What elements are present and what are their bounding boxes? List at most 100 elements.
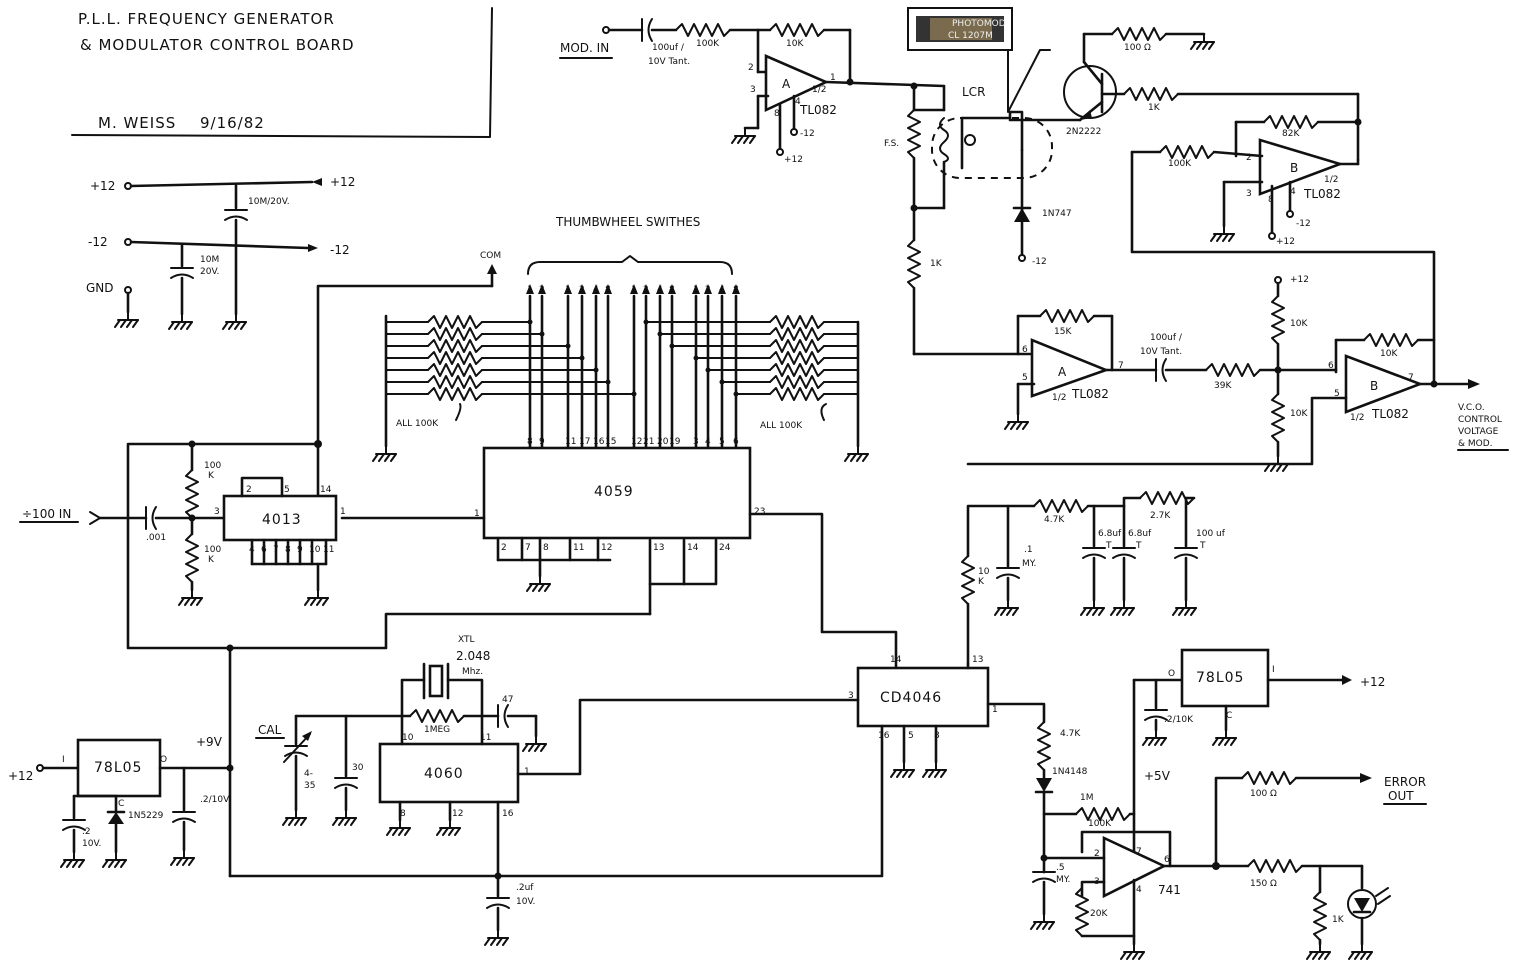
chip-4060-label: 4060 <box>424 766 464 782</box>
vpos: +12 <box>784 155 803 165</box>
xtal-freq: 2.048 <box>456 649 490 663</box>
r-1k: 1K <box>930 259 943 269</box>
r-10k-unit: K <box>978 577 985 587</box>
vco-amps: 15K A 6 5 7 1/2 TL082 100uf / 10V Tant. … <box>966 275 1509 472</box>
mod-input-amp: MOD. IN 100uf / 10V Tant. 100K 10K A 2 3… <box>559 18 946 165</box>
supply-9v: +12 I 78L05 O C +9V .2/10V .2 10V. 1N522… <box>8 644 234 878</box>
pin: 12 <box>452 809 463 819</box>
pin: 10 <box>309 545 321 555</box>
pin: 2 <box>246 485 252 495</box>
switch-weight: 8 <box>733 285 739 295</box>
cap-47: 47 <box>502 695 513 705</box>
r-100k-bot-unit: K <box>208 555 215 565</box>
error-out-label: ERROR <box>1384 775 1426 789</box>
vco-out-3: VOLTAGE <box>1458 427 1499 437</box>
cap-100uf: 100uf / <box>1150 333 1183 343</box>
pin: 8 <box>400 809 406 819</box>
pin: 10 <box>402 733 414 743</box>
reg-plus12: +12 <box>1360 675 1385 689</box>
pin: 5 <box>908 731 914 741</box>
switch-weight: 2 <box>579 285 585 295</box>
all-100k-left: ALL 100K <box>396 419 439 429</box>
cap-reg: .2/10K <box>1164 715 1194 725</box>
out-plus12: +12 <box>330 175 355 189</box>
half: 1/2 <box>1052 393 1066 403</box>
photomod-label: PHOTOMOD <box>952 19 1006 29</box>
r-1m: 1M <box>1080 793 1094 803</box>
c-100uf: 100 uf <box>1196 529 1226 539</box>
cap-10m: 10M <box>200 255 219 265</box>
pin: 19 <box>669 437 681 447</box>
part: TL082 <box>1303 187 1341 201</box>
c-6-8uf-a: 6.8uf <box>1098 529 1122 539</box>
pin: 7 <box>1136 847 1142 857</box>
lcr-label: LCR <box>962 85 985 99</box>
pin: O <box>160 755 167 765</box>
label-minus12: -12 <box>88 235 108 249</box>
vco-out-4: & MOD. <box>1458 439 1493 449</box>
vneg: -12 <box>1296 219 1311 229</box>
pin: 21 <box>643 437 654 447</box>
pin: 3 <box>214 507 220 517</box>
pin: 2 <box>748 63 754 73</box>
vneg: -12 <box>800 129 815 139</box>
title-border <box>71 7 493 138</box>
vneg: -12 <box>1032 257 1047 267</box>
label-9v: +9V <box>196 735 223 749</box>
loop-filter: 4.7K .1 MY. 10 K 2.7K 6.8uf 6.8uf 100 uf… <box>961 491 1226 666</box>
r-base-1k: 1K <box>1148 103 1161 113</box>
pin: I <box>1272 665 1275 675</box>
amp-b-top: B <box>1290 161 1298 175</box>
switch-weight: 8 <box>605 285 611 295</box>
r-100k-top-unit: K <box>208 471 215 481</box>
pin: 15 <box>605 437 616 447</box>
pin: 6 <box>1328 361 1334 371</box>
r-10k-top: 10K <box>1290 319 1308 329</box>
pin: 20 <box>657 437 669 447</box>
part: TL082 <box>1371 407 1409 421</box>
half: 1/2 <box>1324 175 1338 185</box>
half: 1/2 <box>812 85 826 95</box>
pin: 3 <box>1246 189 1252 199</box>
r-10k-fb: 10K <box>1380 349 1398 359</box>
part: TL082 <box>799 103 837 117</box>
pin: 16 <box>502 809 514 819</box>
pin: 5 <box>1334 389 1340 399</box>
switch-weight: 4 <box>593 285 599 295</box>
in-plus12: +12 <box>8 769 33 783</box>
reg-right-label: 78L05 <box>1196 670 1244 686</box>
vco-out-1: V.C.O. <box>1458 403 1485 413</box>
r-100k-bot: 100 <box>204 545 221 555</box>
error-section: 4.7K 1N4148 1M +5V 78L05 O I C +12 .2/10… <box>1030 648 1427 960</box>
pin: 1 <box>992 705 998 715</box>
r-10k-bot: 10K <box>1290 409 1308 419</box>
switch-weight: 4 <box>719 285 725 295</box>
switch-weight: 2 <box>643 285 649 295</box>
amp-a-mid: A <box>1058 365 1067 379</box>
author: M. WEISS <box>98 114 176 132</box>
pin: 1 <box>474 509 480 519</box>
pin: I <box>62 755 65 765</box>
label-plus12: +12 <box>90 179 115 193</box>
label-5v: +5V <box>1144 769 1171 783</box>
r-100k: 100K <box>1168 159 1192 169</box>
pin: C <box>1226 711 1232 721</box>
tant: T <box>1135 541 1142 551</box>
photomod-part: CL 1207M <box>948 31 993 41</box>
r-15k: 15K <box>1054 327 1072 337</box>
cap-5: .5 <box>1056 863 1065 873</box>
r-4-7k: 4.7K <box>1044 515 1065 525</box>
xtal-label: XTL <box>458 635 475 645</box>
lcr-section: PHOTOMOD CL 1207M LCR F.S. 1N747 -12 1K <box>884 7 1072 356</box>
pin: 7 <box>273 545 279 555</box>
trim-b: 35 <box>304 781 315 791</box>
pin: 4 <box>1136 885 1142 895</box>
r-150-ohm: 150 Ω <box>1250 879 1277 889</box>
pin: 6 <box>261 545 267 555</box>
label-gnd: GND <box>86 281 114 295</box>
pin: 14 <box>687 543 699 553</box>
all-100k-right: ALL 100K <box>760 421 803 431</box>
pin: 3 <box>693 437 699 447</box>
reg-left-label: 78L05 <box>94 760 142 776</box>
pin: 8 <box>543 543 549 553</box>
